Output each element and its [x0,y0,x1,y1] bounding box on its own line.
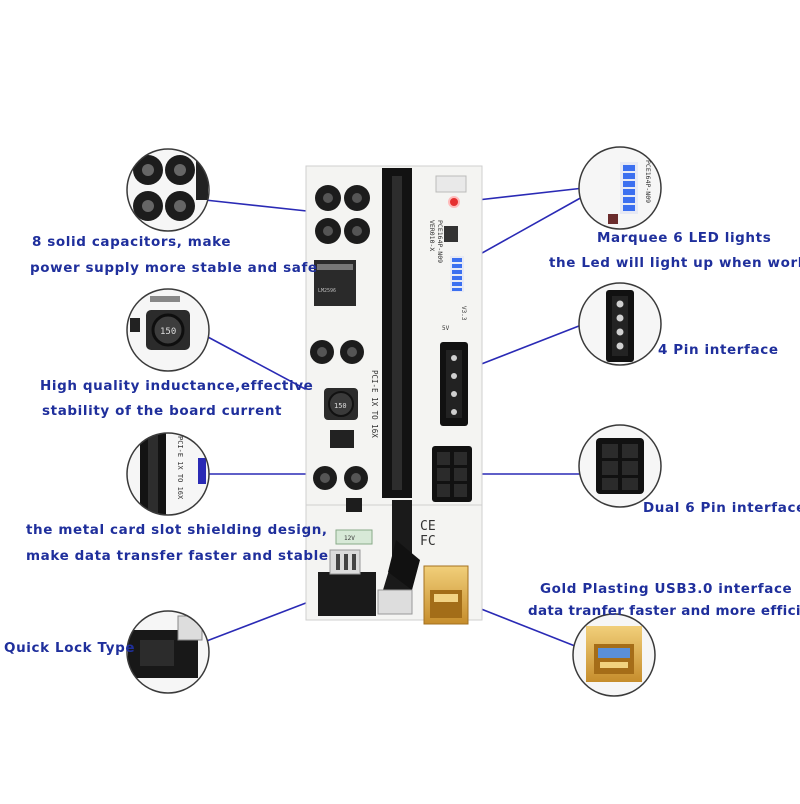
inductor-icon: 150 [126,288,210,372]
quick-lock-connector-icon [126,610,210,694]
board-capacitors-mid [310,340,364,364]
board-chip [330,430,354,448]
label-quicklock: Quick Lock Type [4,640,136,656]
label-usb-1: Gold Plasting USB3.0 interface [540,581,793,597]
leader-inductance [205,335,323,399]
4pin-connector-icon [578,282,662,366]
label-usb-2: data tranfer faster and more efficient [528,603,800,619]
label-fourpin: 4 Pin interface [658,342,779,358]
leader-fourpin [465,323,585,371]
silk-version: VER010-X [428,220,436,251]
inductor-zoom-text: 150 [160,327,176,337]
label-capacitors-1: 8 solid capacitors, make [32,234,232,250]
leader-usb [465,602,581,649]
label-sixpin: Dual 6 Pin interface [643,500,800,516]
label-capacitors-2: power supply more stable and safe [30,260,318,276]
label-inductance-1: High quality inductance,effective [40,378,314,394]
board-4pin [440,342,468,426]
board-status-led [448,196,460,208]
silk-ver: V3.3 [460,306,467,321]
6pin-connector-icon [578,424,662,508]
silk-slot-text: PCI-E 1X TO 16X [370,370,379,438]
label-leds-2: the Led will light up when work [549,255,800,271]
svg-text:FC: FC [420,534,436,549]
board-capacitors-low [313,466,368,490]
board-usb [423,565,469,625]
label-inductance-2: stability of the board current [42,403,283,419]
label-slot-1: the metal card slot shielding design, [26,522,328,538]
silk-model: PCE164P-N09 [436,220,444,263]
slot-zoom-text: PCI-E 1X TO 16X [176,436,184,500]
capacitor-cluster-icon [126,148,210,232]
led-strip-icon: PCE164P-N09 [578,146,662,230]
silk-12v: 12V [344,535,355,542]
label-leds-1: Marquee 6 LED lights [597,230,772,246]
board-6pin [432,446,472,502]
silk-inductor: 150 [334,402,347,410]
board-led-strip [450,256,464,292]
riser-board: CE FC PCI-E 1X TO 16X PCE164P-N09 VER010… [305,165,483,625]
silk-5v: 5V [442,325,450,332]
silk-ic: LM2596 [318,288,336,294]
board-inductor [324,388,358,420]
leader-leds-2 [465,195,585,263]
card-slot-icon: PCI-E 1X TO 16X [126,432,210,516]
leader-capacitors [204,199,317,213]
label-slot-2: make data transfer faster and stable [26,548,329,564]
board-quicklock [318,572,376,616]
board-capacitors-top [315,185,370,244]
led-zoom-text: PCE164P-N09 [644,160,652,203]
usb-port-icon [572,613,656,697]
svg-text:CE: CE [420,519,436,534]
